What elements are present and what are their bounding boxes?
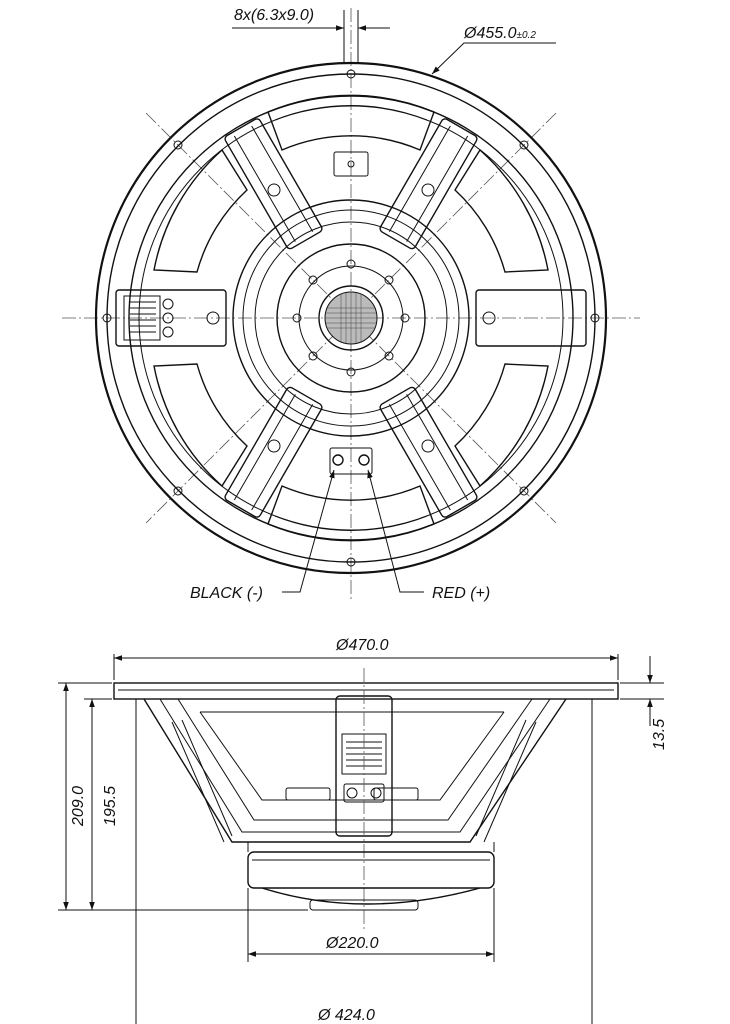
- baffle-cutout-label: Ø 424.0: [317, 1007, 375, 1024]
- mounting-holes-label: 8x(6.3x9.0): [234, 7, 314, 24]
- side-basket-outline: [143, 698, 567, 843]
- front-view: 8x(6.3x9.0) Ø455.0±0.2 BLACK (-) RED (+): [62, 7, 640, 602]
- side-back-plate: [261, 887, 481, 905]
- magnet-diameter-label: Ø220.0: [325, 935, 379, 952]
- outer-diameter-leader: [431, 42, 556, 75]
- depth-without-flange-label: 195.5: [102, 786, 119, 826]
- mounting-hole-circle-ring: [106, 73, 596, 563]
- red-terminal-label: RED (+): [432, 585, 490, 602]
- side-frame-flange: [113, 682, 619, 700]
- outer-diameter-label: Ø455.0±0.2: [463, 25, 536, 42]
- side-magnet: [247, 851, 495, 889]
- cone-outer-ring: [232, 199, 470, 437]
- red-terminal-leader: [367, 469, 424, 593]
- top-wire-bracket: [333, 151, 369, 177]
- basket-windows: [153, 94, 549, 542]
- side-view: Ø470.0 13.5 209.0 195.5 Ø220.0 Ø 424.0: [58, 637, 668, 1024]
- terminal-block: [329, 447, 373, 475]
- black-terminal-leader: [282, 469, 335, 593]
- red-terminal: [358, 454, 370, 466]
- total-depth-label: 209.0: [70, 786, 87, 827]
- vent-grille-mesh: [325, 292, 377, 344]
- black-terminal: [332, 454, 344, 466]
- outer-frame-ring: [94, 61, 608, 575]
- front-label-plate: [130, 298, 174, 338]
- frame-diameter-label: Ø470.0: [335, 637, 389, 654]
- cone-inner-ring: [254, 221, 448, 415]
- flange-thickness-label: 13.5: [651, 719, 668, 750]
- pole-plate-ring: [298, 265, 404, 371]
- magnet-ring: [276, 243, 426, 393]
- dust-cap-ring: [318, 285, 384, 351]
- black-terminal-label: BLACK (-): [190, 585, 263, 602]
- motor-bolts: [292, 259, 410, 377]
- cone-mid-ring: [242, 209, 460, 427]
- mounting-holes: [102, 69, 600, 567]
- basket-spokes: [115, 118, 587, 518]
